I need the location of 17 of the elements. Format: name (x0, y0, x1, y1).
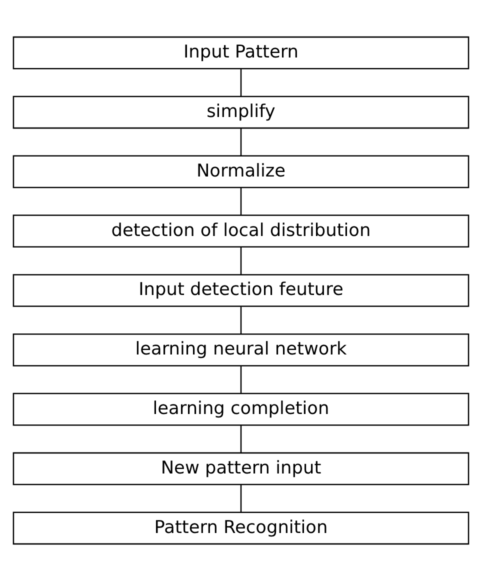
node-box: learning completion (12, 392, 470, 426)
node-box: detection of local distribution (12, 214, 470, 248)
connector (240, 366, 242, 393)
node-box: Normalize (12, 154, 470, 188)
node-box: Input Pattern (12, 36, 470, 69)
connector (240, 187, 242, 215)
connector (240, 128, 242, 156)
node-box: Pattern Recognition (12, 511, 470, 544)
connector (240, 306, 242, 334)
connector (240, 246, 242, 274)
node-box: simplify (12, 95, 470, 128)
node-box: learning neural network (12, 332, 470, 366)
connector (240, 484, 242, 512)
connector (240, 68, 242, 96)
node-box: New pattern input (12, 452, 470, 485)
node-box: Input detection feuture (12, 274, 470, 306)
connector (240, 425, 242, 452)
